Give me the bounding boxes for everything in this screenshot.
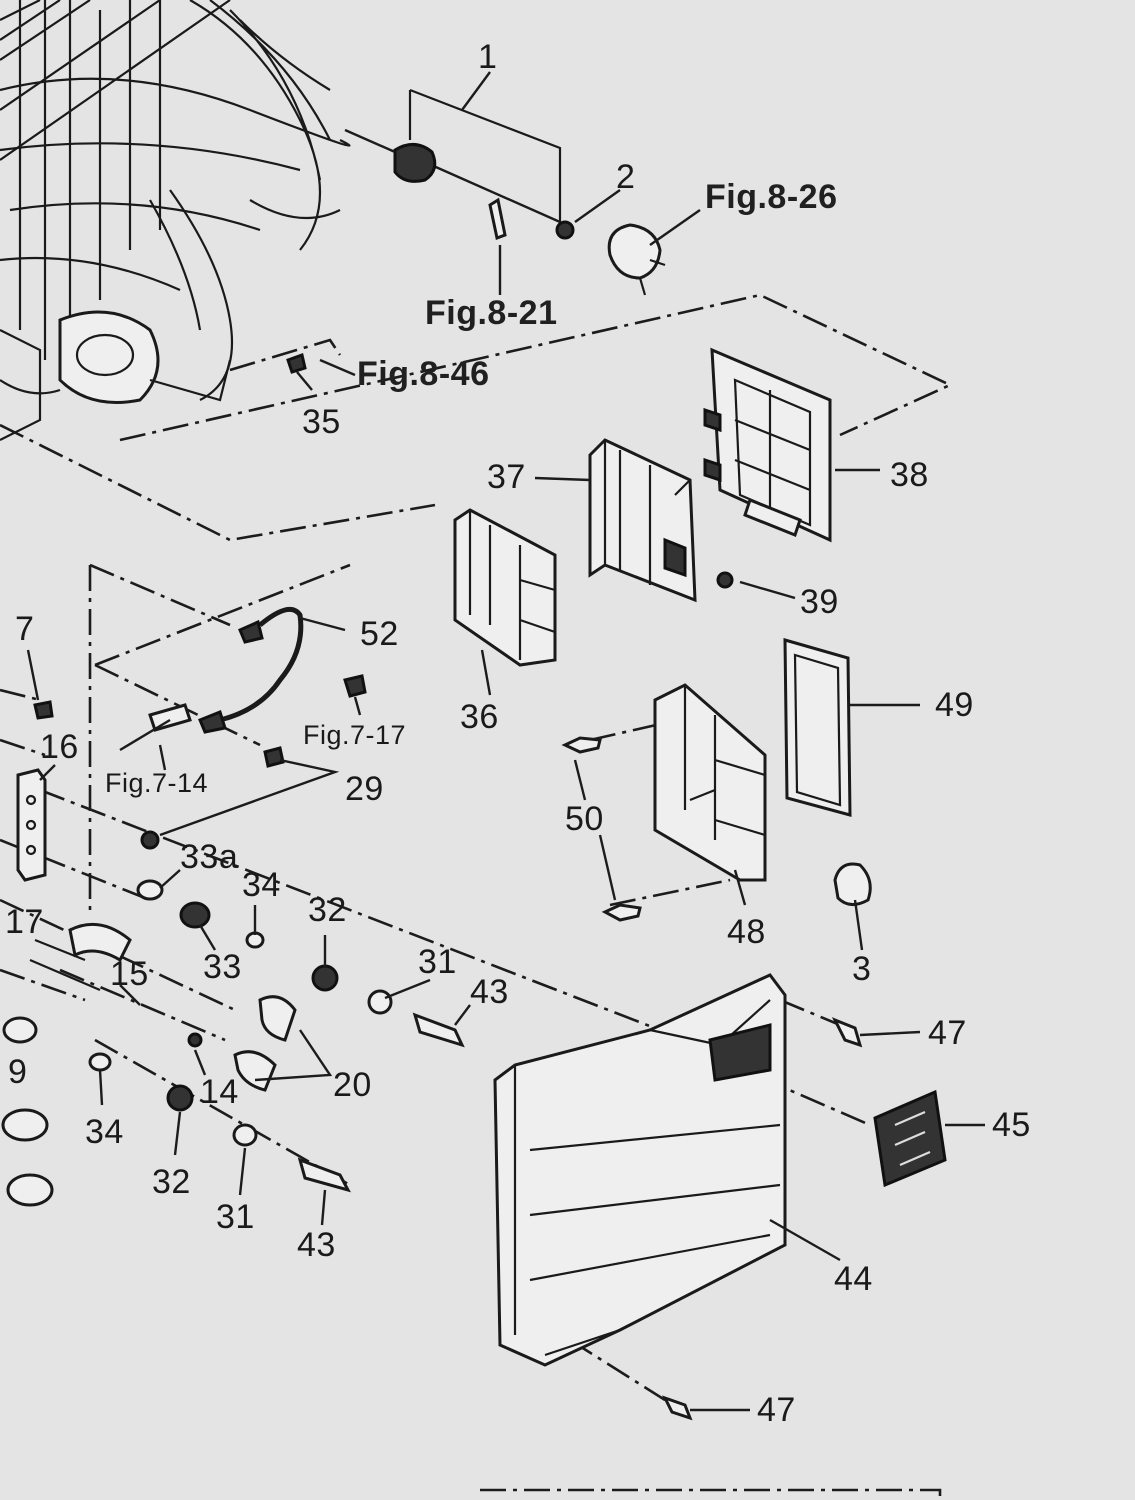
callout-31-lower: 31 <box>216 1198 255 1236</box>
screw-47-bottom <box>662 1395 693 1421</box>
fig-ref-7-17: Fig.7-17 <box>303 720 407 750</box>
leader-lines <box>26 71 985 1412</box>
screw-7 <box>33 700 54 720</box>
engine-block-drawing <box>0 0 351 441</box>
callout-20: 20 <box>333 1066 372 1104</box>
screw-50-top <box>561 736 602 754</box>
part-3-grommet <box>833 862 872 906</box>
fig-ref-8-26: Fig.8-26 <box>705 178 838 216</box>
callout-44: 44 <box>834 1260 873 1298</box>
callout-3: 3 <box>852 950 872 988</box>
part-48-housing <box>653 683 767 882</box>
callout-32-lower: 32 <box>152 1163 191 1201</box>
screw-50-bottom <box>601 903 642 922</box>
callout-39: 39 <box>800 583 839 621</box>
callout-48: 48 <box>727 913 766 951</box>
callout-32-upper: 32 <box>308 891 347 929</box>
callout-34-lower: 34 <box>85 1113 124 1151</box>
callout-1: 1 <box>478 38 498 76</box>
callout-7: 7 <box>15 610 35 648</box>
callout-33: 33 <box>203 948 242 986</box>
part-39-washer <box>716 571 734 589</box>
part-38-bracket <box>703 347 832 543</box>
callout-47-lower: 47 <box>757 1391 796 1429</box>
screw-47-top <box>831 1017 863 1048</box>
callout-47-upper: 47 <box>928 1014 967 1052</box>
callout-16: 16 <box>40 728 79 766</box>
callout-9: 9 <box>8 1053 28 1091</box>
callout-15: 15 <box>110 955 149 993</box>
part-37-box <box>588 438 697 603</box>
callout-14: 14 <box>200 1073 239 1111</box>
callout-35: 35 <box>302 403 341 441</box>
callout-36: 36 <box>460 698 499 736</box>
part-44-cover <box>493 973 787 1367</box>
callout-17: 17 <box>5 903 44 941</box>
callout-31-upper: 31 <box>418 943 457 981</box>
part-1-plate <box>344 88 575 241</box>
callout-33a: 33a <box>180 838 239 876</box>
callout-43-lower: 43 <box>297 1226 336 1264</box>
callout-37: 37 <box>487 458 526 496</box>
callout-38: 38 <box>890 456 929 494</box>
fig-ref-7-14: Fig.7-14 <box>105 768 209 798</box>
part-52-wire <box>119 606 367 768</box>
callout-49: 49 <box>935 686 974 724</box>
left-hardware <box>1 830 465 1207</box>
part-16-plate <box>16 768 47 882</box>
cap-drawing <box>607 223 666 296</box>
callout-2: 2 <box>616 158 636 196</box>
callout-50: 50 <box>565 800 604 838</box>
part-45-clip <box>873 1089 947 1188</box>
part-49-gasket <box>783 638 852 817</box>
callout-29: 29 <box>345 770 384 808</box>
fig-ref-8-21: Fig.8-21 <box>425 294 558 332</box>
callout-52: 52 <box>360 615 399 653</box>
callout-45: 45 <box>992 1106 1031 1144</box>
fig-ref-8-46: Fig.8-46 <box>357 355 490 393</box>
callout-34-upper: 34 <box>242 866 281 904</box>
part-36-module <box>453 508 557 667</box>
screw-35 <box>286 353 307 374</box>
callout-43-upper: 43 <box>470 973 509 1011</box>
